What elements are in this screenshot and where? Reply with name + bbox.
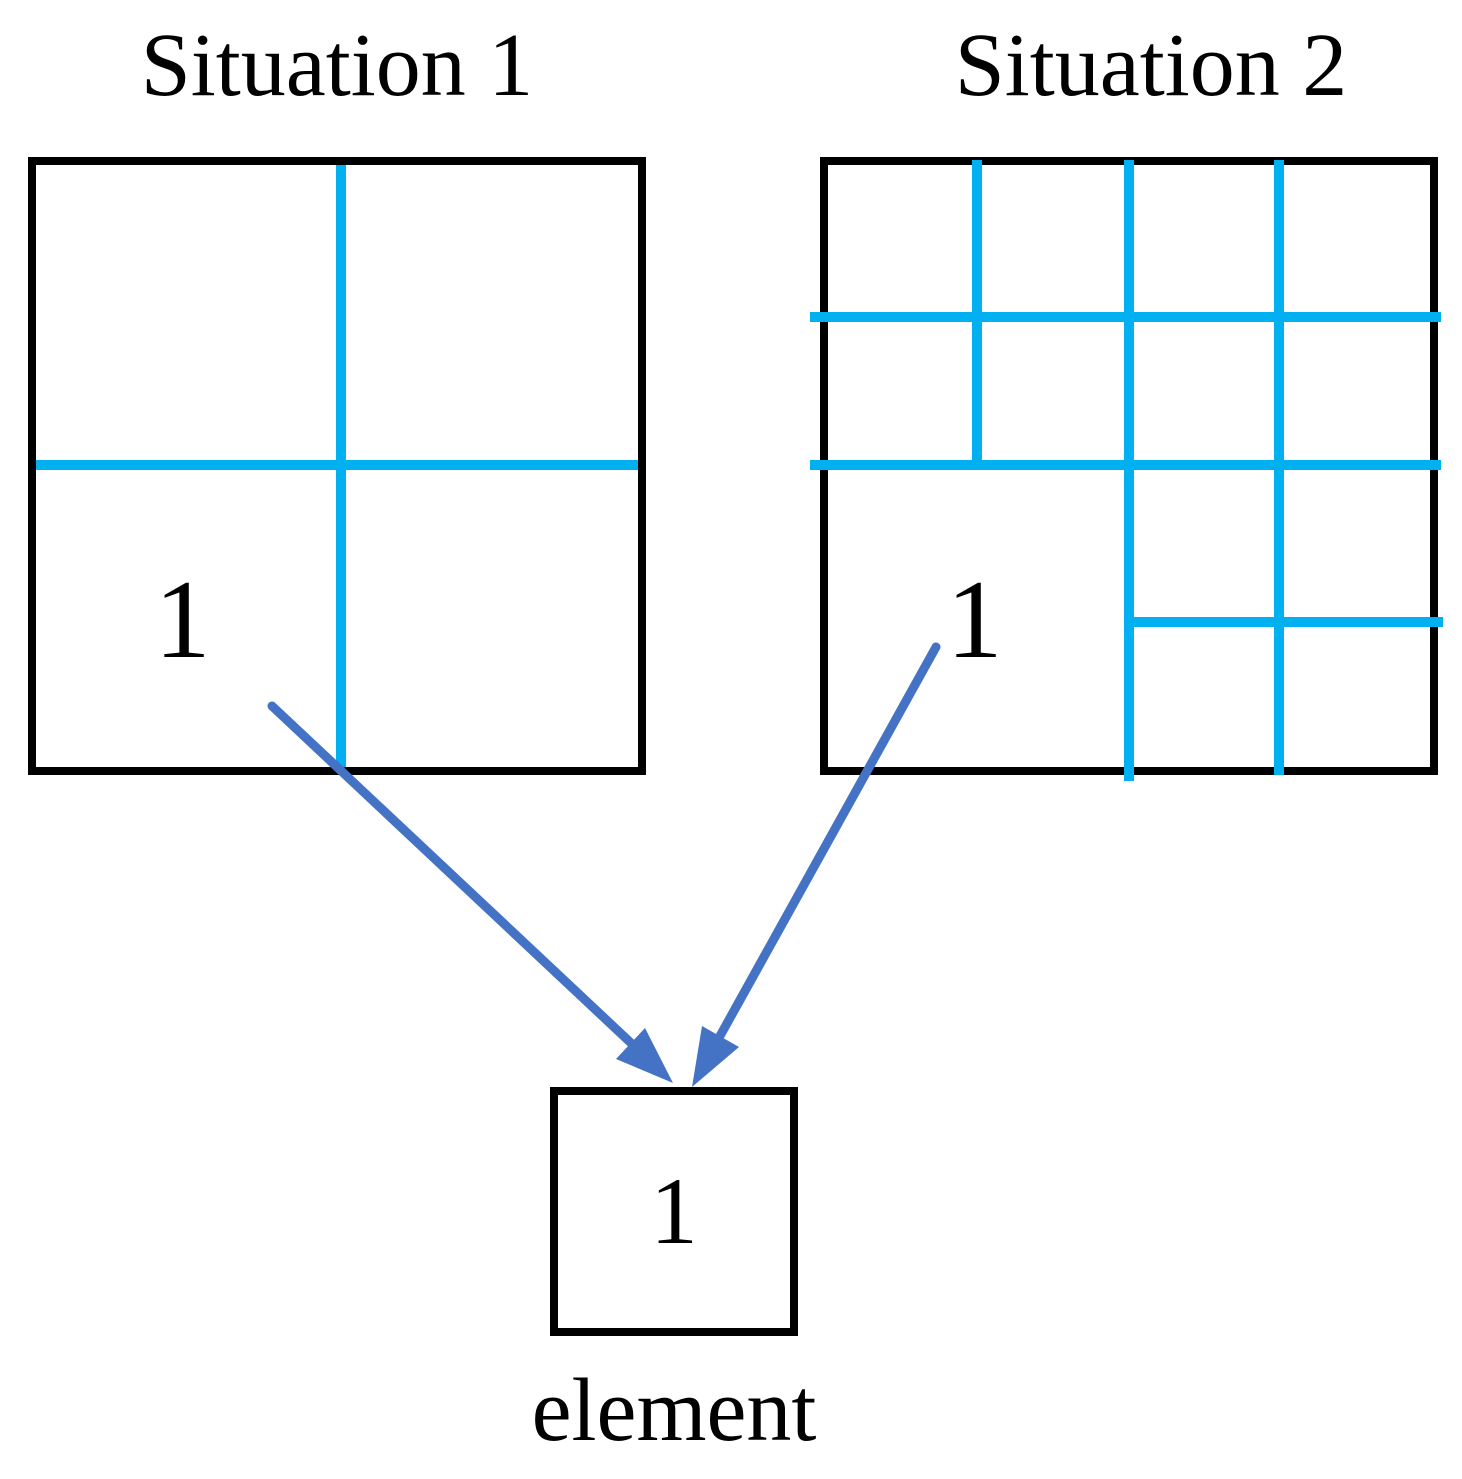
situation2-quarter-horizontal-partition-line <box>810 312 1441 322</box>
situation1-unit-label: 1 <box>154 558 211 682</box>
situation2-threequarter-horizontal-partition-line <box>1124 617 1443 627</box>
situation2-center-vertical-partition-line <box>1124 160 1134 781</box>
situation1-horizontal-partition-line <box>30 460 644 470</box>
situation1-title: Situation 1 <box>140 16 534 115</box>
arrow-from-situation2-head-icon <box>692 1026 739 1087</box>
situation2-unit-label: 1 <box>946 558 1003 682</box>
element-square: 1 <box>550 1087 798 1336</box>
element-caption: element <box>531 1361 817 1460</box>
situation2-center-horizontal-partition-line <box>810 460 1441 470</box>
arrow-from-situation1-head-icon <box>616 1028 673 1083</box>
element-unit-label: 1 <box>650 1158 698 1264</box>
situation2-title: Situation 2 <box>954 16 1348 115</box>
